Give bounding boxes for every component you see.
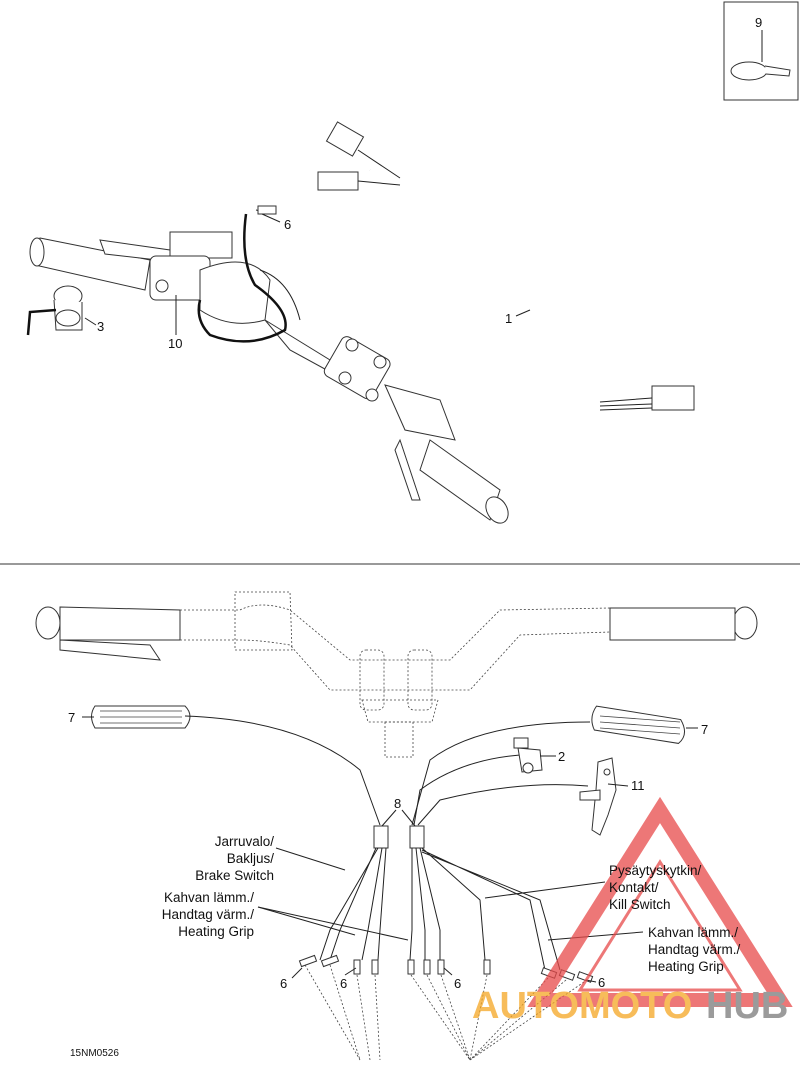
callout-6-b: 6 <box>340 976 347 991</box>
heating-grip-left-label: Kahvan lämm./ Handtag värm./ Heating Gri… <box>162 890 255 939</box>
label-brake-line-3: Brake Switch <box>195 868 274 883</box>
connector-lower <box>317 171 359 191</box>
connector-upper <box>325 121 365 157</box>
kill-switch-label: Pysäytyskytkin/ Kontakt/ Kill Switch <box>609 863 702 912</box>
callout-8: 8 <box>394 796 401 811</box>
switch-housing <box>169 231 233 259</box>
diagram-code: 15NM0526 <box>70 1048 119 1059</box>
cable-tie-box <box>723 1 799 101</box>
left-grip-assembly <box>29 231 301 324</box>
label-heat-right-line-2: Handtag värm./ <box>648 942 741 957</box>
automotohub-watermark: AUTOMOTO HUB <box>472 796 793 1027</box>
watermark-text-automoto: AUTOMOTO <box>472 985 692 1027</box>
connector-end <box>651 385 695 411</box>
callout-6-d: 6 <box>598 975 605 990</box>
callout-1: 1 <box>505 311 512 326</box>
callout-6-a: 6 <box>280 976 287 991</box>
kill-switch-part-2 <box>513 737 543 774</box>
label-heat-left-line-2: Handtag värm./ <box>162 907 255 922</box>
right-grip-assembly <box>384 384 509 524</box>
callout-3: 3 <box>97 319 104 334</box>
callout-6-top: 6 <box>284 217 291 232</box>
label-kill-line-2: Kontakt/ <box>609 880 659 895</box>
callout-11: 11 <box>631 778 645 793</box>
label-heat-left-line-3: Heating Grip <box>178 924 254 939</box>
callout-7-left: 7 <box>68 710 75 725</box>
label-heat-right-line-3: Heating Grip <box>648 959 724 974</box>
label-brake-line-1: Jarruvalo/ <box>215 834 275 849</box>
heating-grip-left-part-7 <box>91 705 191 729</box>
label-kill-line-3: Kill Switch <box>609 897 671 912</box>
throttle-housing <box>199 261 271 324</box>
heating-grip-right-label: Kahvan lämm./ Handtag värm./ Heating Gri… <box>648 925 741 974</box>
label-heat-left-line-1: Kahvan lämm./ <box>164 890 254 905</box>
heating-grip-right-part-7 <box>591 705 685 744</box>
wire-bundle-part-8 <box>319 825 561 971</box>
handlebar-clamp <box>323 336 391 400</box>
label-kill-line-1: Pysäytyskytkin/ <box>609 863 702 878</box>
callout-10: 10 <box>168 336 182 351</box>
kill-switch-part-3 <box>26 285 83 336</box>
wiring-harness-part-1 <box>317 121 695 411</box>
heating-wire-part-10 <box>197 213 287 343</box>
callout-7-right: 7 <box>701 722 708 737</box>
watermark-text-hub: HUB <box>706 985 788 1027</box>
left-grip-wire <box>184 715 381 826</box>
right-grip-wire <box>411 721 591 826</box>
bracket-part-11 <box>579 757 617 836</box>
label-brake-line-2: Bakljus/ <box>227 851 275 866</box>
callout-2: 2 <box>558 749 565 764</box>
handlebar-center <box>264 319 391 402</box>
handlebar-outline <box>35 591 758 758</box>
callout-9: 9 <box>755 15 762 30</box>
brake-switch-label: Jarruvalo/ Bakljus/ Brake Switch <box>195 834 274 883</box>
cable-tie-icon <box>730 61 768 81</box>
throttle-lever <box>394 438 421 501</box>
label-heat-right-line-1: Kahvan lämm./ <box>648 925 738 940</box>
callout-6-c: 6 <box>454 976 461 991</box>
